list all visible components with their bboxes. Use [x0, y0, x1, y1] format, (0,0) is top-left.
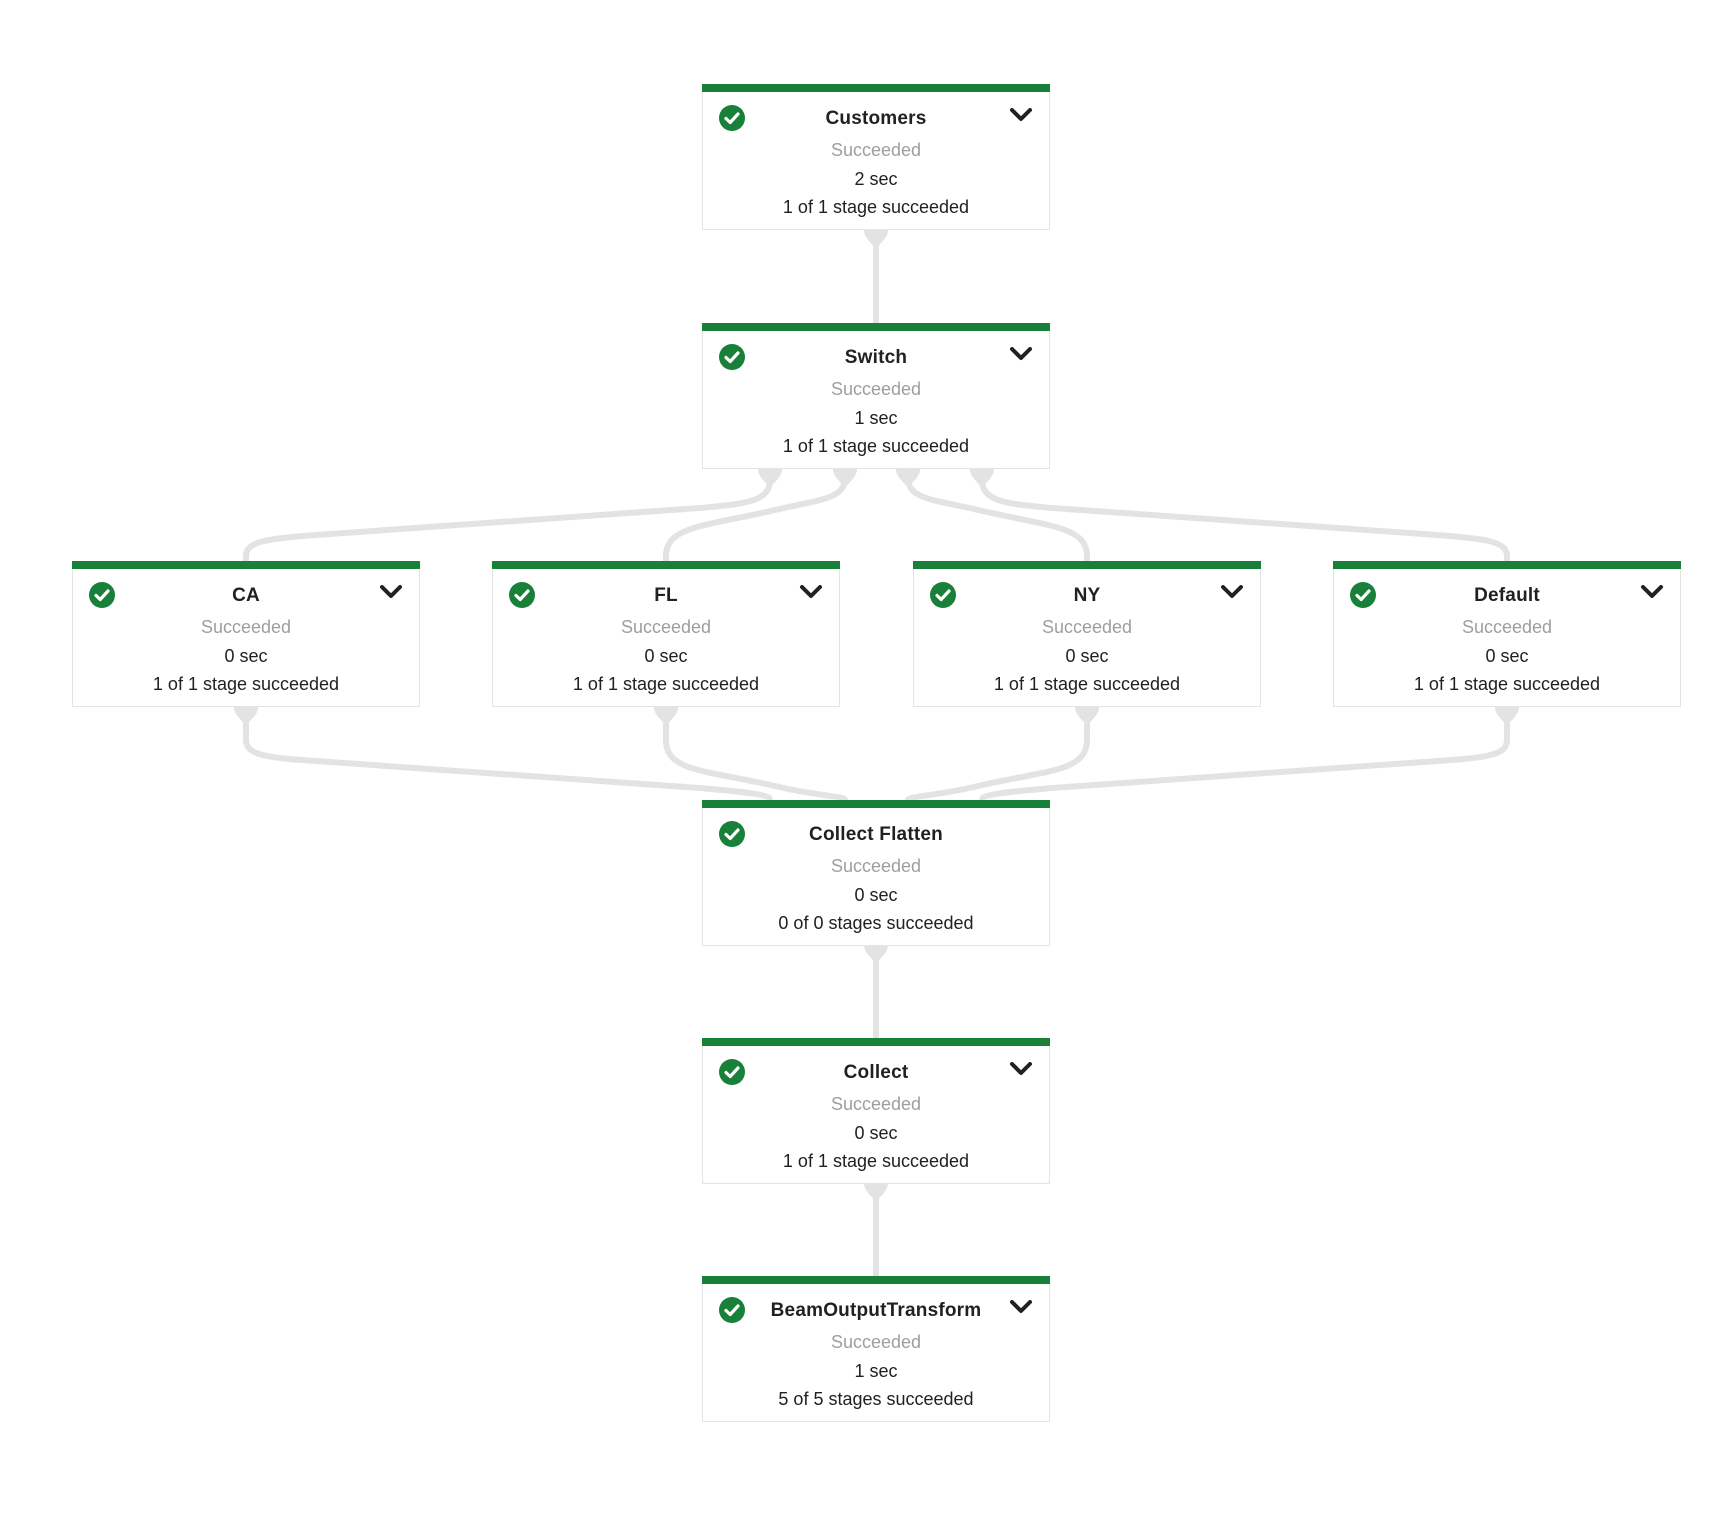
status-bar [702, 323, 1050, 331]
check-circle-icon [1349, 581, 1377, 609]
node-status: Succeeded [200, 617, 292, 637]
node-duration: 1 sec [854, 1361, 898, 1381]
node-status: Succeeded [620, 617, 712, 637]
check-circle-icon [718, 1058, 746, 1086]
node-title: Collect [843, 1062, 909, 1083]
node-stages: 1 of 1 stage succeeded [1413, 674, 1601, 694]
node-ca[interactable]: CA Succeeded 0 sec 1 of 1 stage succeede… [72, 561, 420, 707]
node-title: Default [1474, 585, 1540, 606]
node-beamoutputtransform[interactable]: BeamOutputTransform Succeeded 1 sec 5 of… [702, 1276, 1050, 1422]
node-ny[interactable]: NY Succeeded 0 sec 1 of 1 stage succeede… [913, 561, 1261, 707]
status-bar [1333, 561, 1681, 569]
node-status: Succeeded [830, 856, 922, 876]
node-stages: 1 of 1 stage succeeded [782, 1151, 970, 1171]
edge-ca-collectflatten [243, 706, 773, 803]
status-bar [702, 84, 1050, 92]
status-bar [913, 561, 1261, 569]
node-switch[interactable]: Switch Succeeded 1 sec 1 of 1 stage succ… [702, 323, 1050, 469]
check-circle-icon [508, 581, 536, 609]
node-default[interactable]: Default Succeeded 0 sec 1 of 1 stage suc… [1333, 561, 1681, 707]
status-bar [702, 800, 1050, 808]
check-circle-icon [929, 581, 957, 609]
node-duration: 0 sec [1065, 646, 1109, 666]
node-stages: 1 of 1 stage succeeded [152, 674, 340, 694]
node-title: NY [1073, 585, 1101, 606]
node-status: Succeeded [830, 140, 922, 160]
status-bar [492, 561, 840, 569]
chevron-down-icon[interactable] [799, 585, 823, 605]
check-circle-icon [718, 1296, 746, 1324]
chevron-down-icon[interactable] [1009, 1062, 1033, 1082]
check-circle-icon [718, 820, 746, 848]
edge-default-collectflatten [979, 706, 1510, 803]
chevron-down-icon[interactable] [1009, 108, 1033, 128]
node-status: Succeeded [830, 1332, 922, 1352]
chevron-down-icon[interactable] [1640, 585, 1664, 605]
status-bar [702, 1038, 1050, 1046]
node-customers[interactable]: Customers Succeeded 2 sec 1 of 1 stage s… [702, 84, 1050, 230]
node-status: Succeeded [830, 379, 922, 399]
node-title: Switch [844, 347, 908, 368]
node-stages: 1 of 1 stage succeeded [993, 674, 1181, 694]
node-title: FL [654, 585, 678, 606]
node-title: Customers [825, 108, 927, 129]
node-status: Succeeded [1461, 617, 1553, 637]
node-status: Succeeded [1041, 617, 1133, 637]
check-circle-icon [718, 343, 746, 371]
node-stages: 1 of 1 stage succeeded [782, 197, 970, 217]
edge-ny-collectflatten [905, 706, 1090, 803]
node-title: Collect Flatten [809, 824, 943, 845]
node-duration: 0 sec [854, 885, 898, 905]
node-title: BeamOutputTransform [770, 1300, 982, 1321]
node-duration: 0 sec [644, 646, 688, 666]
check-circle-icon [718, 104, 746, 132]
edge-switch-fl [663, 468, 848, 564]
node-title: CA [232, 585, 260, 606]
node-status: Succeeded [830, 1094, 922, 1114]
node-duration: 0 sec [854, 1123, 898, 1143]
edge-switch-ca [243, 468, 773, 564]
node-duration: 0 sec [224, 646, 268, 666]
node-collect-flatten[interactable]: Collect Flatten Succeeded 0 sec 0 of 0 s… [702, 800, 1050, 946]
edge-fl-collectflatten [663, 706, 848, 803]
status-bar [72, 561, 420, 569]
node-duration: 2 sec [854, 169, 898, 189]
edge-switch-ny [905, 468, 1090, 564]
chevron-down-icon[interactable] [379, 585, 403, 605]
check-circle-icon [88, 581, 116, 609]
edge-switch-default [979, 468, 1510, 564]
chevron-down-icon[interactable] [1009, 1300, 1033, 1320]
chevron-down-icon[interactable] [1009, 347, 1033, 367]
node-fl[interactable]: FL Succeeded 0 sec 1 of 1 stage succeede… [492, 561, 840, 707]
node-stages: 0 of 0 stages succeeded [778, 913, 974, 933]
node-stages: 5 of 5 stages succeeded [778, 1389, 974, 1409]
status-bar [702, 1276, 1050, 1284]
node-stages: 1 of 1 stage succeeded [572, 674, 760, 694]
chevron-down-icon[interactable] [1220, 585, 1244, 605]
node-duration: 1 sec [854, 408, 898, 428]
node-duration: 0 sec [1485, 646, 1529, 666]
node-stages: 1 of 1 stage succeeded [782, 436, 970, 456]
node-collect[interactable]: Collect Succeeded 0 sec 1 of 1 stage suc… [702, 1038, 1050, 1184]
